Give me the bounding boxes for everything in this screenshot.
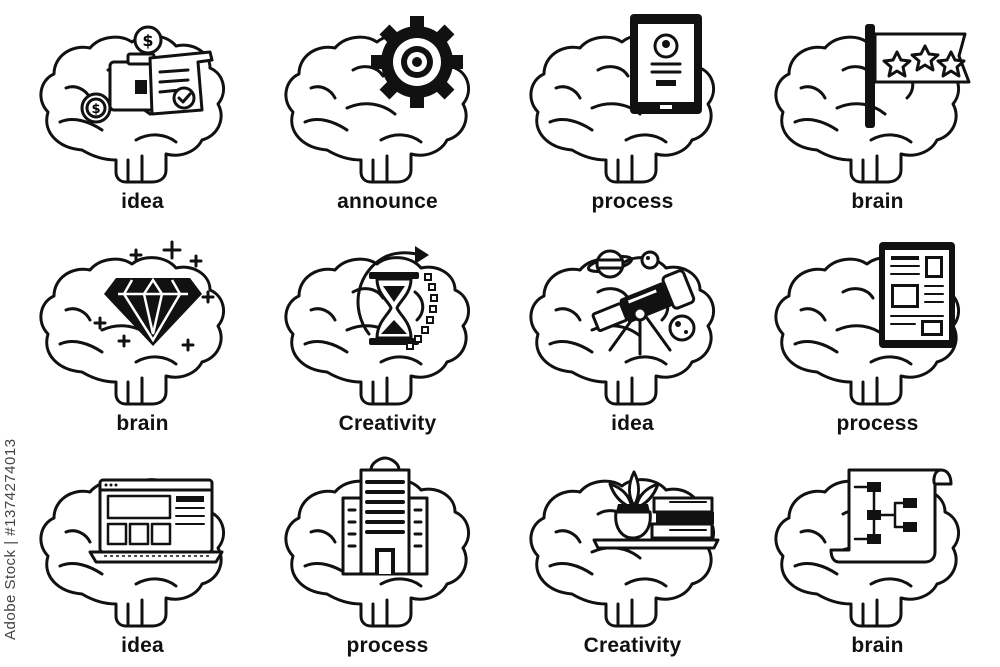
office-building-icon bbox=[284, 456, 471, 628]
stock-id-text: Adobe Stock | #1374274013 bbox=[2, 438, 19, 640]
gear-icon bbox=[284, 16, 471, 184]
icon-card-idea-telescope: idea bbox=[510, 222, 755, 444]
icon-grid: $ $ idea bbox=[20, 0, 1000, 667]
tablet-profile-icon bbox=[529, 14, 716, 184]
svg-text:$: $ bbox=[142, 31, 153, 50]
icon-label: idea bbox=[611, 412, 654, 435]
hourglass-icon bbox=[284, 246, 471, 406]
icon-card-brain-diamond: brain bbox=[20, 222, 265, 444]
icon-label: brain bbox=[851, 190, 904, 213]
icon-card-process-building: process bbox=[265, 444, 510, 667]
icon-label: process bbox=[346, 634, 429, 657]
flowchart-scroll-icon bbox=[774, 468, 961, 628]
svg-text:$: $ bbox=[91, 102, 100, 117]
icon-label: Creativity bbox=[583, 634, 682, 657]
icon-card-brain-flowchart: brain bbox=[755, 444, 1000, 667]
icon-label: announce bbox=[337, 190, 438, 213]
icon-label: process bbox=[836, 412, 919, 435]
icon-card-brain-flag: brain bbox=[755, 0, 1000, 222]
icon-label: brain bbox=[116, 412, 169, 435]
telescope-planets-icon bbox=[529, 249, 716, 406]
diamond-icon bbox=[39, 240, 226, 406]
icon-card-process-ebook: process bbox=[755, 222, 1000, 444]
icon-card-idea-laptop: idea bbox=[20, 444, 265, 667]
icon-card-announce-gear: announce bbox=[265, 0, 510, 222]
business-briefcase-money-icon: $ $ bbox=[39, 25, 226, 184]
laptop-website-icon bbox=[39, 478, 226, 628]
plant-books-icon bbox=[529, 470, 720, 628]
ebook-tablet-icon bbox=[774, 242, 961, 406]
icon-label: brain bbox=[851, 634, 904, 657]
icon-card-creativity-hourglass: Creativity bbox=[265, 222, 510, 444]
icon-label: Creativity bbox=[338, 412, 437, 435]
icon-card-creativity-plant: Creativity bbox=[510, 444, 755, 667]
icon-card-process-tablet: process bbox=[510, 0, 755, 222]
icon-label: process bbox=[591, 190, 674, 213]
star-flag-icon bbox=[774, 24, 971, 184]
icon-label: idea bbox=[121, 634, 164, 657]
icon-label: idea bbox=[121, 190, 164, 213]
icon-card-idea-briefcase: $ $ idea bbox=[20, 0, 265, 222]
